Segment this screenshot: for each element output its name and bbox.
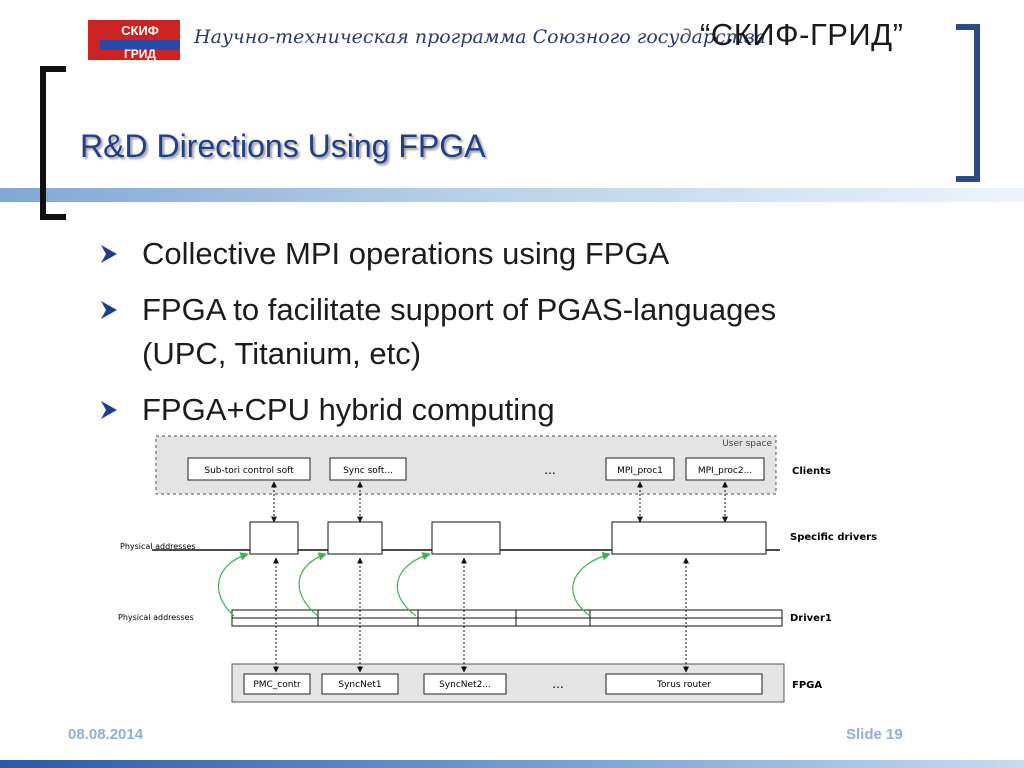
fpga-box	[605, 673, 763, 695]
bullet-item: Collective MPI operations using FPGA	[98, 232, 818, 276]
bullet-item: FPGA+CPU hybrid computing	[98, 388, 818, 432]
footer-date: 08.08.2014	[68, 726, 144, 743]
driver-box	[249, 521, 299, 555]
bullet-list: Collective MPI operations using FPGA FPG…	[98, 232, 818, 444]
logo-text-top: СКИФ	[121, 23, 159, 38]
bullet-text: FPGA to facilitate support of PGAS-langu…	[142, 292, 777, 371]
user-space-label: User space	[722, 439, 772, 449]
slide-number: Slide 19	[846, 726, 903, 743]
footer-band	[0, 760, 1024, 768]
arrow-bullet-icon	[101, 301, 117, 319]
ellipsis: ...	[552, 677, 563, 691]
arrow-bullet-icon	[101, 245, 117, 263]
bullet-item: FPGA to facilitate support of PGAS-langu…	[98, 288, 818, 376]
client-box-label: MPI_proc1	[617, 466, 663, 476]
slide-title: R&D Directions Using FPGA	[80, 128, 486, 164]
program-name: Научно-техническая программа Союзного го…	[194, 26, 767, 48]
client-box	[329, 457, 407, 481]
right-bracket-decoration	[956, 24, 980, 182]
ellipsis: ...	[544, 463, 555, 477]
left-bracket-decoration	[40, 66, 66, 220]
fpga-box-label: PMC_contr	[253, 680, 301, 690]
fpga-box-label: Torus router	[656, 680, 711, 690]
skif-grid-logo: СКИФ ГРИД	[88, 20, 180, 60]
fpga-box	[423, 673, 507, 695]
driver-box	[611, 521, 767, 555]
client-box-label: Sub-tori control soft	[204, 466, 294, 476]
driver-box	[431, 521, 501, 555]
fpga-box	[243, 673, 311, 695]
physical-addresses-label: Physical addresses	[120, 542, 196, 551]
arrow-bullet-icon	[101, 401, 117, 419]
specific-drivers-label: Specific drivers	[790, 532, 877, 543]
title-band	[0, 188, 1024, 202]
fpga-box	[321, 673, 399, 695]
client-box	[605, 457, 675, 481]
architecture-diagram: User space Sub-tori control soft Sync so…	[118, 435, 877, 703]
client-box	[187, 457, 311, 481]
bullet-text: FPGA+CPU hybrid computing	[142, 392, 555, 427]
client-box-label: Sync soft...	[343, 466, 393, 476]
brand-name: “СКИФ-ГРИД”	[700, 17, 904, 52]
client-box	[685, 457, 765, 481]
fpga-box-label: SyncNet1	[338, 680, 381, 690]
physical-addresses-label: Physical addresses	[118, 613, 194, 622]
fpga-label: FPGA	[792, 680, 822, 691]
driver1-label: Driver1	[790, 613, 832, 624]
fpga-box-label: SyncNet2...	[439, 680, 491, 690]
logo-text-bottom: ГРИД	[124, 47, 156, 60]
clients-label: Clients	[792, 466, 831, 477]
client-box-label: MPI_proc2...	[698, 466, 752, 476]
bullet-text: Collective MPI operations using FPGA	[142, 236, 670, 271]
driver-box	[327, 521, 383, 555]
